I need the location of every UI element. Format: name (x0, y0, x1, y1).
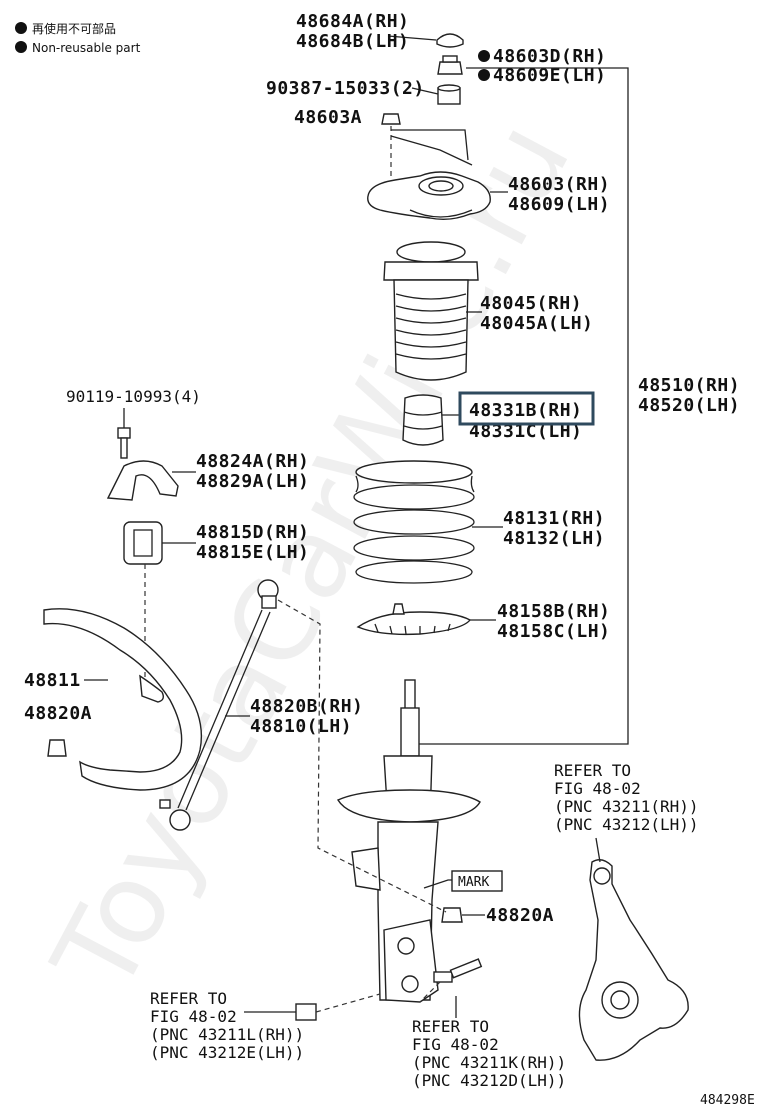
non-reusable-dot-icon (478, 50, 490, 62)
refer-knuckle-line: (PNC 43211(RH)) (554, 797, 699, 816)
label-48510[interactable]: 48510(RH) (638, 375, 740, 396)
label-48331b[interactable]: 48331B(RH) (469, 400, 582, 421)
label-48829a[interactable]: 48829A(LH) (196, 471, 309, 492)
figure-id: 484298E (700, 1093, 755, 1108)
spring-insulator-part[interactable] (356, 603, 472, 636)
steering-knuckle-part[interactable] (578, 859, 689, 1061)
refer-bottom-group[interactable]: REFER TO FIG 48-02 (PNC 43211K(RH)) (PNC… (412, 1017, 566, 1090)
nut-48820a-right-part[interactable] (441, 907, 463, 923)
bolt-90119-part[interactable] (117, 427, 131, 459)
label-48820b[interactable]: 48820B(RH) (250, 696, 363, 717)
dust-cap-part[interactable] (436, 33, 464, 48)
stabilizer-bracket-part[interactable] (106, 460, 179, 501)
stabilizer-bushing-part[interactable] (123, 521, 163, 565)
label-48811[interactable]: 48811 (24, 670, 81, 691)
label-48820a-right[interactable]: 48820A (486, 905, 554, 926)
refer-left-line: FIG 48-02 (150, 1007, 237, 1026)
label-48132[interactable]: 48132(LH) (503, 528, 605, 549)
highlight-box[interactable] (458, 391, 595, 426)
nut-48603a-part[interactable] (381, 113, 401, 125)
upper-support-part[interactable] (367, 171, 491, 221)
nut-48603d-part[interactable] (437, 55, 463, 75)
refer-bottom-line: REFER TO (412, 1017, 489, 1036)
coil-spring-part[interactable] (353, 460, 475, 584)
label-48603d[interactable]: 48603D(RH) (493, 46, 606, 67)
mark-box (451, 870, 503, 892)
label-90387[interactable]: 90387-15033(2) (266, 78, 425, 99)
label-48684b[interactable]: 48684B(LH) (296, 31, 409, 52)
legend: 再使用不可部品 Non-reusable part (15, 21, 141, 55)
label-48045[interactable]: 48045(RH) (480, 293, 582, 314)
refer-bottom-line: (PNC 43212D(LH)) (412, 1071, 566, 1090)
label-48158b[interactable]: 48158B(RH) (497, 601, 610, 622)
legend-chinese: 再使用不可部品 (32, 21, 116, 36)
stabilizer-bar-part[interactable] (43, 608, 203, 791)
label-48609[interactable]: 48609(LH) (508, 194, 610, 215)
label-48520[interactable]: 48520(LH) (638, 395, 740, 416)
label-48810[interactable]: 48810(LH) (250, 716, 352, 737)
refer-left-line: (PNC 43212E(LH)) (150, 1043, 304, 1062)
refer-left-line: (PNC 43211L(RH)) (150, 1025, 304, 1044)
non-reusable-dot-icon (478, 69, 490, 81)
label-48820a-left[interactable]: 48820A (24, 703, 92, 724)
label-48815e[interactable]: 48815E(LH) (196, 542, 309, 563)
refer-knuckle-group[interactable]: REFER TO FIG 48-02 (PNC 43211(RH)) (PNC … (554, 761, 699, 834)
bound-stopper-part[interactable] (402, 394, 444, 446)
label-48603a[interactable]: 48603A (294, 107, 362, 128)
label-48131[interactable]: 48131(RH) (503, 508, 605, 529)
label-48158c[interactable]: 48158C(LH) (497, 621, 610, 642)
bolt-lower-part[interactable] (433, 958, 483, 983)
label-48603[interactable]: 48603(RH) (508, 174, 610, 195)
spring-bumper-seat-part[interactable] (383, 241, 479, 381)
shock-absorber-part[interactable] (336, 679, 481, 1003)
label-48045a[interactable]: 48045A(LH) (480, 313, 593, 334)
watermark: ToyotaCarWire.ru (29, 102, 596, 1014)
label-48824a[interactable]: 48824A(RH) (196, 451, 309, 472)
refer-left-line: REFER TO (150, 989, 227, 1008)
label-48815d[interactable]: 48815D(RH) (196, 522, 309, 543)
refer-knuckle-line: FIG 48-02 (554, 779, 641, 798)
refer-bottom-line: FIG 48-02 (412, 1035, 499, 1054)
bolt-left-part[interactable] (295, 1003, 317, 1021)
nut-48820a-left-part[interactable] (47, 739, 67, 757)
label-48684a[interactable]: 48684A(RH) (296, 11, 409, 32)
non-reusable-dot-icon (15, 41, 27, 53)
label-mark[interactable]: MARK (458, 875, 489, 890)
non-reusable-dot-icon (15, 22, 27, 34)
label-48609e[interactable]: 48609E(LH) (493, 65, 606, 86)
stabilizer-link-part[interactable] (159, 579, 279, 831)
refer-knuckle-line: REFER TO (554, 761, 631, 780)
refer-knuckle-line: (PNC 43212(LH)) (554, 815, 699, 834)
label-90119[interactable]: 90119-10993(4) (66, 387, 201, 406)
legend-english: Non-reusable part (32, 41, 141, 55)
refer-bottom-line: (PNC 43211K(RH)) (412, 1053, 566, 1072)
refer-left-group[interactable]: REFER TO FIG 48-02 (PNC 43211L(RH)) (PNC… (150, 989, 304, 1062)
label-48331c[interactable]: 48331C(LH) (469, 421, 582, 442)
spacer-90387-part[interactable] (437, 84, 461, 105)
